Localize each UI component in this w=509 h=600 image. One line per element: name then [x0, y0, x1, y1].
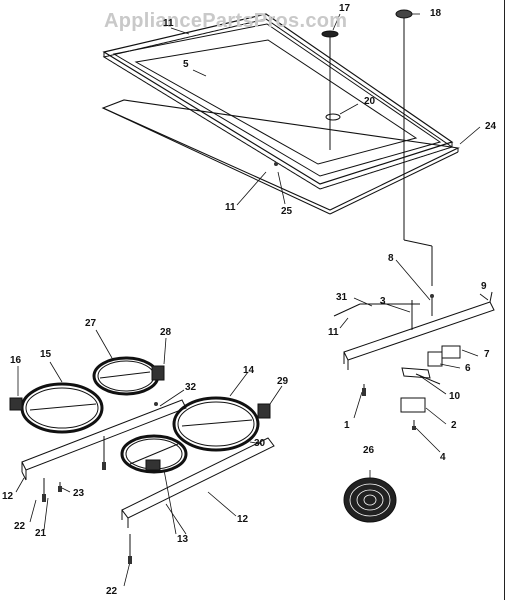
callout-22-left: 22 — [14, 521, 26, 532]
callout-1: 1 — [344, 420, 350, 431]
watermark: AppliancePartsPros.com — [104, 10, 348, 32]
cooktop-frame-assembly — [101, 13, 460, 215]
callout-17: 17 — [339, 3, 351, 14]
callout-18: 18 — [430, 8, 442, 19]
callout-11-mid: 11 — [225, 202, 236, 213]
callout-12-right: 12 — [237, 514, 249, 525]
callout-8: 8 — [388, 253, 394, 264]
top-fittings — [321, 9, 433, 286]
callout-9: 9 — [481, 281, 487, 292]
callout-10: 10 — [449, 391, 461, 402]
callout-15: 15 — [40, 349, 52, 360]
callout-26: 26 — [363, 445, 375, 456]
callout-20: 20 — [364, 96, 376, 107]
callout-12-left: 12 — [2, 491, 14, 502]
callout-6: 6 — [465, 363, 471, 374]
callout-29: 29 — [277, 376, 289, 387]
callout-28: 28 — [160, 327, 172, 338]
control-bracket-assembly — [333, 291, 495, 428]
leader-lines-top — [170, 13, 481, 206]
callout-16: 16 — [10, 355, 22, 366]
callout-21: 21 — [35, 528, 47, 539]
callout-23: 23 — [73, 488, 85, 499]
callout-22-bottom: 22 — [106, 586, 118, 597]
callout-11-top: 11 — [163, 18, 174, 29]
callout-11-right: 11 — [328, 327, 339, 338]
frame-border — [504, 0, 505, 600]
leader-lines-right — [339, 259, 489, 453]
callout-24: 24 — [485, 121, 497, 132]
callout-32: 32 — [185, 382, 197, 393]
callout-31: 31 — [336, 292, 348, 303]
callout-30: 30 — [254, 438, 266, 449]
left-support-bracket — [21, 399, 187, 500]
callout-14: 14 — [243, 365, 255, 376]
right-support-bracket — [121, 437, 275, 560]
screws — [42, 162, 434, 564]
callout-25: 25 — [281, 206, 293, 217]
callout-2: 2 — [451, 420, 457, 431]
callout-7: 7 — [484, 349, 490, 360]
callout-13: 13 — [177, 534, 189, 545]
callout-3: 3 — [380, 296, 386, 307]
burner-rings — [9, 356, 271, 474]
callout-4: 4 — [440, 452, 446, 463]
callout-27: 27 — [85, 318, 97, 329]
callout-5: 5 — [183, 59, 189, 70]
heat-diffuser — [343, 470, 397, 523]
leader-lines-left — [15, 329, 283, 587]
